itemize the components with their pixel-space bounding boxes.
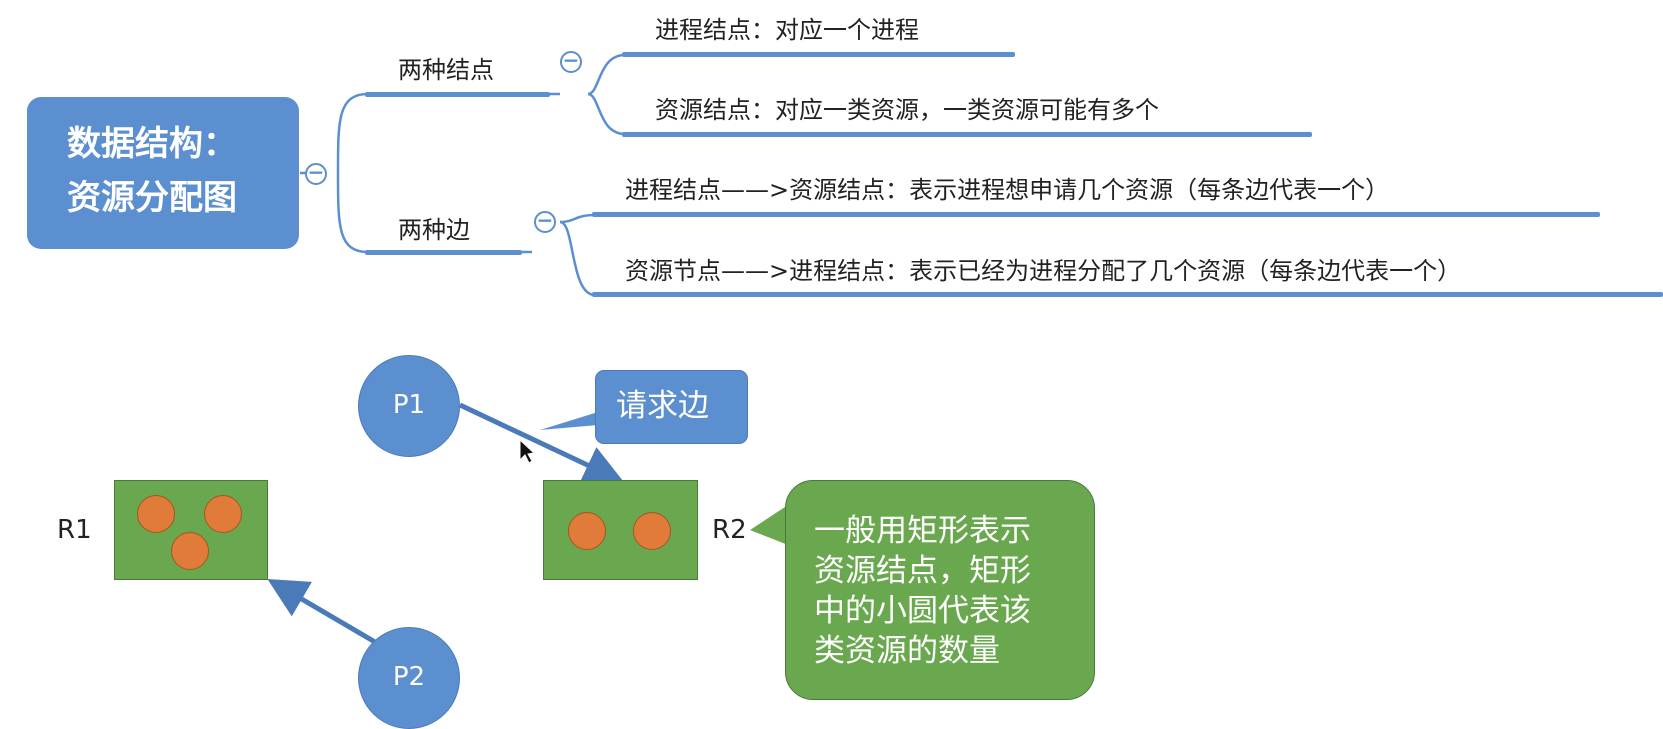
callout-line: 中的小圆代表该 bbox=[814, 593, 1031, 629]
callout-line: 一般用矩形表示 bbox=[814, 513, 1031, 549]
process-node-p1[interactable]: P1 bbox=[358, 355, 460, 457]
callout-line: 资源结点，矩形 bbox=[814, 553, 1031, 589]
callout-line: 类资源的数量 bbox=[814, 633, 1000, 669]
process-node-p2[interactable]: P2 bbox=[358, 627, 460, 729]
leaf-underline bbox=[592, 212, 1600, 217]
resource-instance bbox=[568, 512, 606, 550]
branch-two-node-types[interactable]: 两种结点 bbox=[398, 56, 494, 84]
resource-instance bbox=[137, 495, 175, 533]
root-node[interactable]: 数据结构： 资源分配图 bbox=[27, 97, 299, 249]
callout-tail bbox=[540, 412, 598, 430]
leaf-request-edge[interactable]: 进程结点——>资源结点：表示进程想申请几个资源（每条边代表一个） bbox=[625, 176, 1390, 204]
resource-note-callout: 一般用矩形表示 资源结点，矩形 中的小圆代表该 类资源的数量 bbox=[785, 480, 1095, 700]
leaf-underline bbox=[622, 132, 1312, 137]
leaf-underline bbox=[622, 52, 1015, 57]
branch-underline bbox=[365, 250, 522, 255]
cursor-icon bbox=[519, 438, 536, 464]
branch-collapse-icon[interactable]: − bbox=[560, 50, 582, 73]
root-title-line1: 数据结构： bbox=[67, 124, 237, 164]
resource-instance bbox=[633, 512, 671, 550]
resource-instance bbox=[171, 532, 209, 570]
branch-underline bbox=[365, 92, 550, 97]
request-edge-callout: 请求边 bbox=[595, 370, 748, 444]
root-collapse-icon[interactable]: − bbox=[305, 162, 327, 185]
leaf-resource-node[interactable]: 资源结点：对应一类资源，一类资源可能有多个 bbox=[655, 96, 1159, 124]
leaf-assignment-edge[interactable]: 资源节点——>进程结点：表示已经为进程分配了几个资源（每条边代表一个） bbox=[625, 257, 1462, 285]
branch-collapse-icon[interactable]: − bbox=[534, 210, 556, 233]
resource-label-r2: R2 bbox=[712, 515, 747, 545]
root-title-line2: 资源分配图 bbox=[67, 178, 237, 218]
request-edge-arrow bbox=[458, 402, 625, 484]
resource-node-r2[interactable] bbox=[543, 480, 698, 580]
assignment-edge-arrow bbox=[267, 578, 377, 645]
callout-tail bbox=[750, 505, 788, 545]
resource-label-r1: R1 bbox=[57, 515, 92, 545]
resource-instance bbox=[204, 495, 242, 533]
resource-node-r1[interactable] bbox=[114, 480, 268, 580]
branch-two-edge-types[interactable]: 两种边 bbox=[398, 216, 470, 244]
leaf-process-node[interactable]: 进程结点：对应一个进程 bbox=[655, 16, 919, 44]
leaf-underline bbox=[592, 292, 1663, 297]
